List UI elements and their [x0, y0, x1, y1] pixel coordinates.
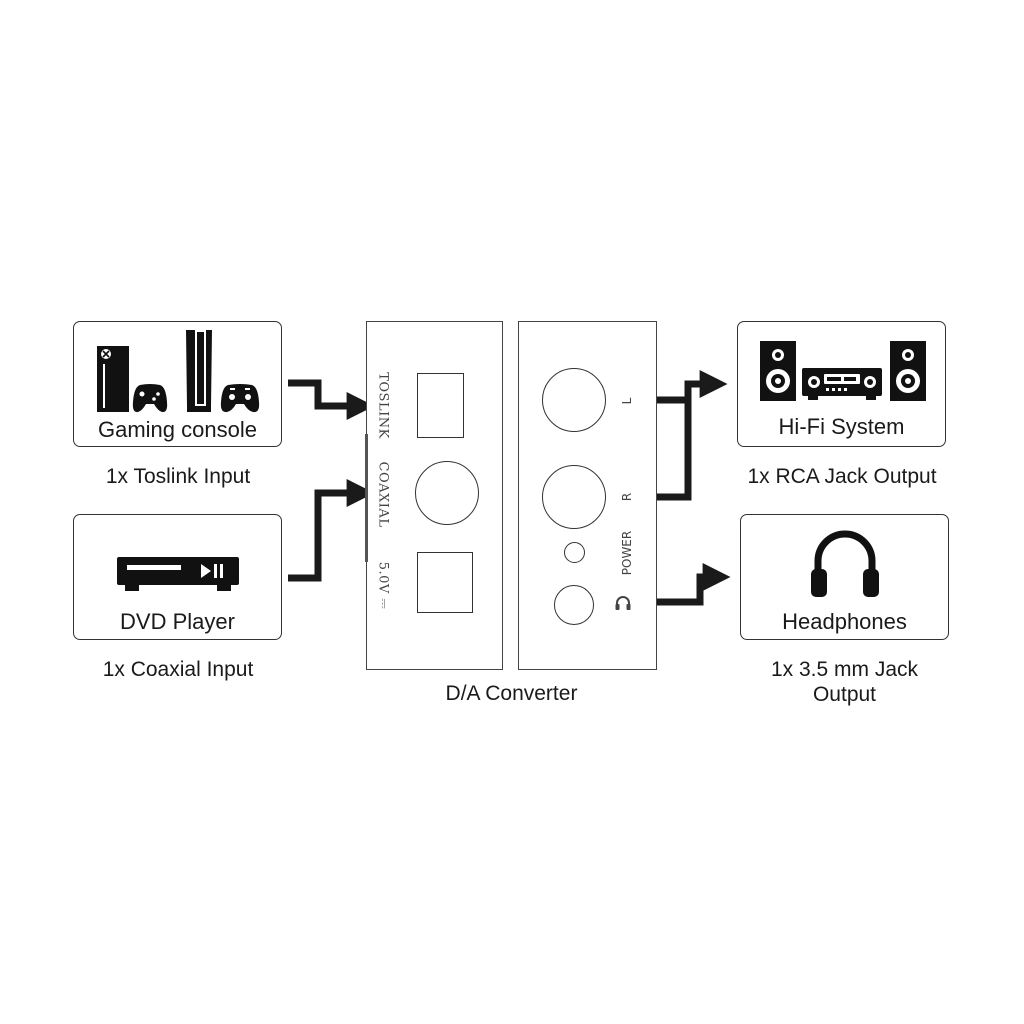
- left-rca-jack[interactable]: [542, 368, 606, 432]
- dvd-player-box: DVD Player: [73, 514, 282, 640]
- left-channel-label: L: [620, 397, 634, 405]
- coaxial-port-label: COAXIAL: [375, 461, 391, 528]
- panel-edge-mark: [365, 434, 368, 562]
- arrow-left-to-hifi: [638, 370, 728, 404]
- gamepad-icon: [132, 384, 168, 413]
- arrow-jack-to-headphones: [638, 563, 731, 606]
- jack-output-caption: 1x 3.5 mm Jack Output: [770, 658, 919, 706]
- power-input-port[interactable]: [417, 552, 473, 613]
- converter-output-panel: L R POWER: [518, 321, 657, 670]
- headphones-icon: [811, 530, 879, 597]
- coaxial-port[interactable]: [415, 461, 479, 525]
- power-input-label: 5.0V ⎓: [375, 561, 391, 610]
- arrow-dvd-to-coaxial: [288, 479, 375, 582]
- right-channel-label: R: [620, 492, 634, 502]
- coaxial-input-caption: 1x Coaxial Input: [102, 658, 254, 681]
- hifi-system-label: Hi-Fi System: [778, 414, 905, 439]
- power-label: POWER: [620, 530, 634, 576]
- headphones-label: Headphones: [782, 609, 907, 634]
- headphones-box: Headphones: [740, 514, 949, 640]
- toslink-port-label: TOSLINK: [375, 372, 391, 439]
- gaming-console-box: Gaming console: [73, 321, 282, 447]
- headphone-jack[interactable]: [554, 585, 594, 625]
- xbox-console-icon: [97, 346, 129, 412]
- speaker-icon: [760, 341, 796, 401]
- rca-output-caption: 1x RCA Jack Output: [747, 465, 937, 488]
- gamepad-icon: [220, 384, 260, 413]
- converter-caption: D/A Converter: [445, 682, 578, 705]
- gaming-console-label: Gaming console: [98, 417, 257, 442]
- dvd-player-icon: [117, 557, 239, 591]
- converter-input-panel: TOSLINK COAXIAL 5.0V ⎓: [365, 321, 503, 670]
- toslink-input-caption: 1x Toslink Input: [105, 465, 251, 488]
- headphone-jack-icon: [615, 596, 631, 610]
- right-rca-jack[interactable]: [542, 465, 606, 529]
- amplifier-icon: [802, 368, 882, 400]
- dvd-player-label: DVD Player: [120, 609, 235, 634]
- arrow-gaming-to-toslink: [288, 379, 375, 420]
- hifi-system-box: Hi-Fi System: [737, 321, 946, 447]
- power-led: [564, 542, 585, 563]
- toslink-port[interactable]: [417, 373, 464, 438]
- ps5-console-icon: [186, 330, 212, 412]
- speaker-icon: [890, 341, 926, 401]
